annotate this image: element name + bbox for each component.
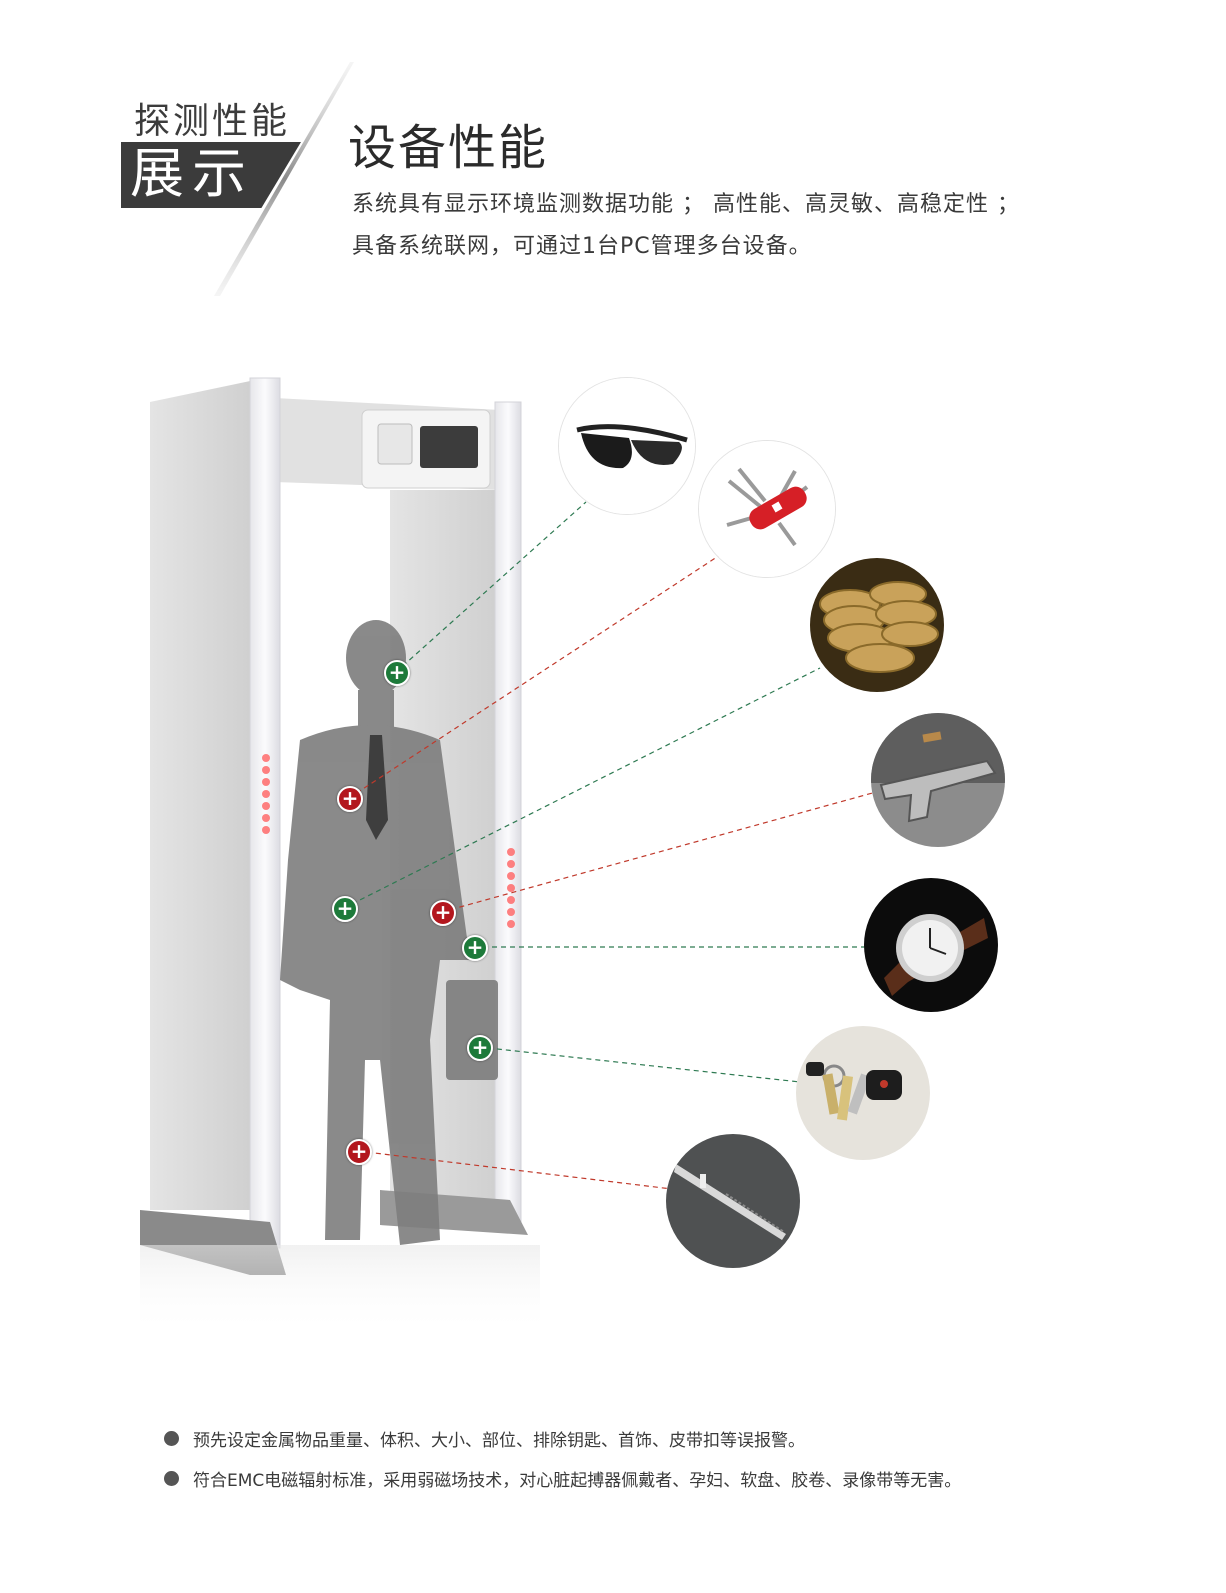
badge-top-text: 探测性能 [134,101,291,142]
detection-marker-leg: + [346,1139,372,1165]
detection-marker-head: + [384,660,410,686]
bullet-text: 预先设定金属物品重量、体积、大小、部位、排除钥匙、首饰、皮带扣等误报警。 [193,1430,805,1451]
detection-marker-chest: + [337,786,363,812]
illustration-scene: + + + + + + + [0,340,1226,1340]
metal-detector-gate-illustration [140,377,540,1335]
wristwatch-icon [864,878,998,1012]
description-line-1: 系统具有显示环境监测数据功能 ； 高性能、高灵敏、高稳定性 ； [352,192,1020,217]
badge-bottom-text: 展示 [130,142,254,205]
sunglasses-icon [558,377,696,515]
pistol-icon [871,713,1005,847]
detection-marker-left-pocket: + [332,896,358,922]
diagonal-slash-decoration [214,62,354,296]
description-line-2: 具备系统联网，可通过1台PC管理多台设备。 [352,234,812,259]
detection-marker-right-pocket: + [430,900,456,926]
detection-marker-briefcase: + [467,1035,493,1061]
bullet-dot [164,1430,179,1446]
feature-bullets: 预先设定金属物品重量、体积、大小、部位、排除钥匙、首饰、皮带扣等误报警。 符合E… [164,1418,961,1498]
bullet-text: 符合EMC电磁辐射标准，采用弱磁场技术，对心脏起搏器佩戴者、孕妇、软盘、胶卷、录… [193,1470,962,1491]
bullet-item: 符合EMC电磁辐射标准，采用弱磁场技术，对心脏起搏器佩戴者、孕妇、软盘、胶卷、录… [164,1458,961,1498]
connector-lines [343,501,877,1191]
detection-marker-wrist: + [462,935,488,961]
swiss-army-knife-icon [698,440,836,578]
car-keys-icon [796,1026,930,1160]
knife-blade-icon [666,1134,800,1268]
page-title: 设备性能 [348,120,549,176]
coins-icon [810,558,944,692]
bullet-item: 预先设定金属物品重量、体积、大小、部位、排除钥匙、首饰、皮带扣等误报警。 [164,1418,961,1458]
bullet-dot [164,1470,179,1486]
